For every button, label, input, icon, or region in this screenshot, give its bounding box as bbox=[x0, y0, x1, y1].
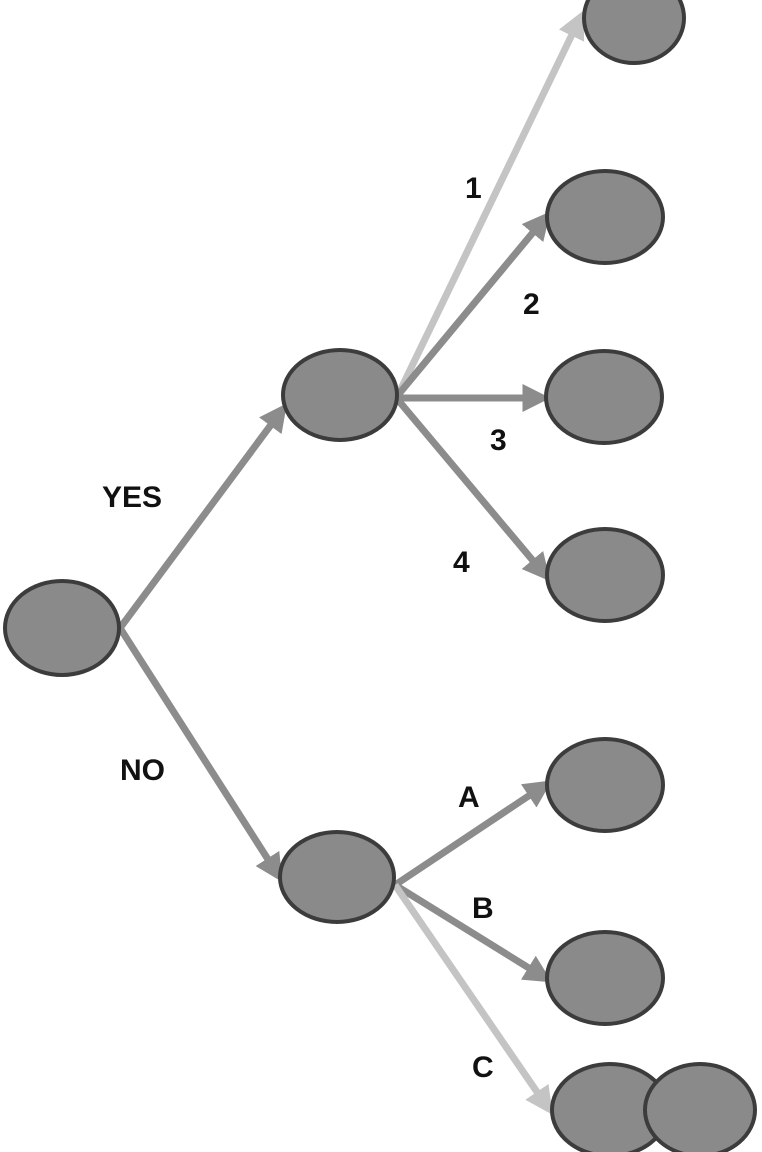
edge-root-to-yes bbox=[117, 403, 288, 631]
option-b-label: B bbox=[472, 892, 494, 925]
option-a-node bbox=[545, 737, 665, 833]
option-4-label: 4 bbox=[453, 546, 470, 579]
edges bbox=[117, 10, 585, 1115]
no-label: NO bbox=[120, 754, 165, 787]
option-a-label: A bbox=[458, 781, 480, 814]
edge-no-to-option-c bbox=[392, 883, 553, 1115]
option-c-node-right bbox=[643, 1062, 757, 1152]
option-4-node bbox=[545, 527, 665, 623]
edge-yes-to-option-2 bbox=[395, 211, 551, 398]
option-1-label: 1 bbox=[465, 172, 482, 205]
yes-node bbox=[281, 348, 399, 442]
option-3-label: 3 bbox=[490, 424, 507, 457]
nodes bbox=[3, 0, 757, 1152]
option-2-node bbox=[545, 169, 665, 265]
edge-yes-to-option-4 bbox=[395, 397, 551, 582]
edge-no-to-option-b bbox=[393, 882, 553, 983]
option-2-label: 2 bbox=[523, 288, 540, 321]
labels: YES NO 1 2 3 4 A B C bbox=[102, 172, 540, 1084]
option-b-node bbox=[545, 930, 665, 1026]
option-3-node bbox=[544, 349, 664, 445]
root-node bbox=[3, 579, 121, 677]
edge-root-to-no bbox=[117, 626, 283, 883]
no-node bbox=[278, 830, 396, 924]
edge-no-to-option-a bbox=[393, 780, 552, 888]
option-c-label: C bbox=[472, 1051, 494, 1084]
yes-label: YES bbox=[102, 481, 162, 514]
edge-yes-to-option-1 bbox=[394, 10, 585, 397]
option-1-node bbox=[582, 0, 686, 65]
